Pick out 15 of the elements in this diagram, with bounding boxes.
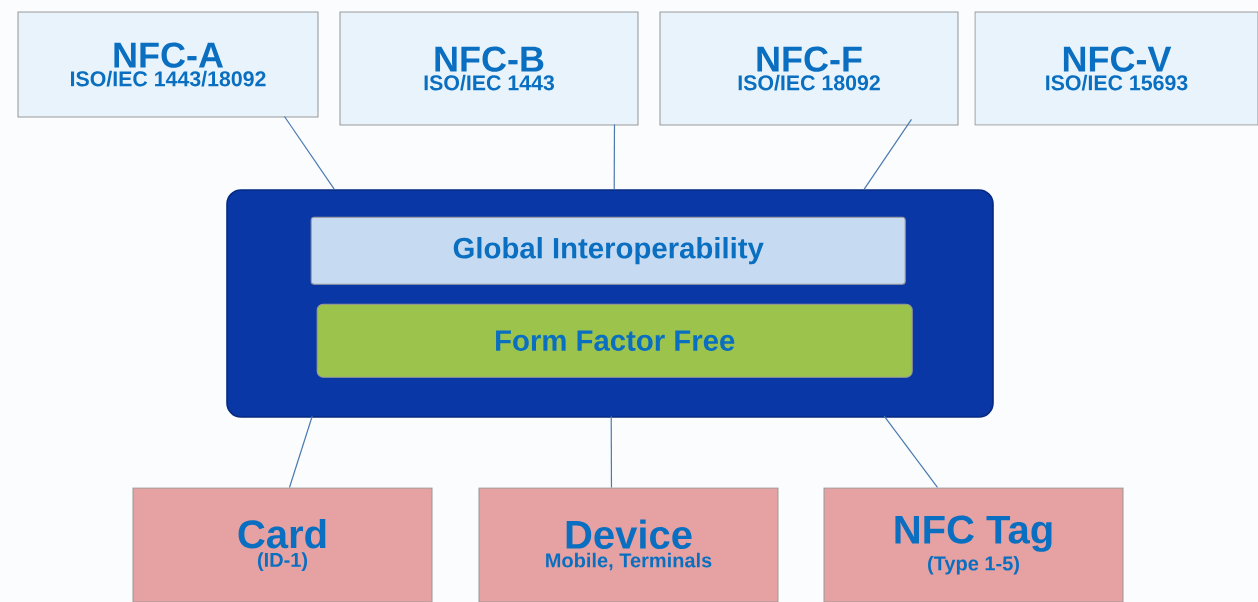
connector-line (613, 123, 616, 190)
connector-line (288, 415, 313, 489)
connector-line (610, 415, 613, 489)
protocol-box: NFC-V ISO/IEC 15693 (974, 11, 1258, 126)
form-factor-box: Card (ID-1) (132, 487, 433, 602)
feature-band: Global Interoperability (310, 216, 906, 285)
protocol-box: NFC-A ISO/IEC 1443/18092 (17, 11, 319, 118)
connector-line (883, 415, 939, 489)
connector-line (863, 118, 913, 190)
form-factor-box: Device Mobile, Terminals (478, 487, 779, 602)
form-factor-box: NFC Tag (Type 1-5) (823, 487, 1124, 602)
feature-band: Form Factor Free (316, 303, 913, 378)
connector-line (283, 115, 335, 190)
protocol-box: NFC-F ISO/IEC 18092 (659, 11, 959, 126)
protocol-box: NFC-B ISO/IEC 1443 (339, 11, 639, 126)
